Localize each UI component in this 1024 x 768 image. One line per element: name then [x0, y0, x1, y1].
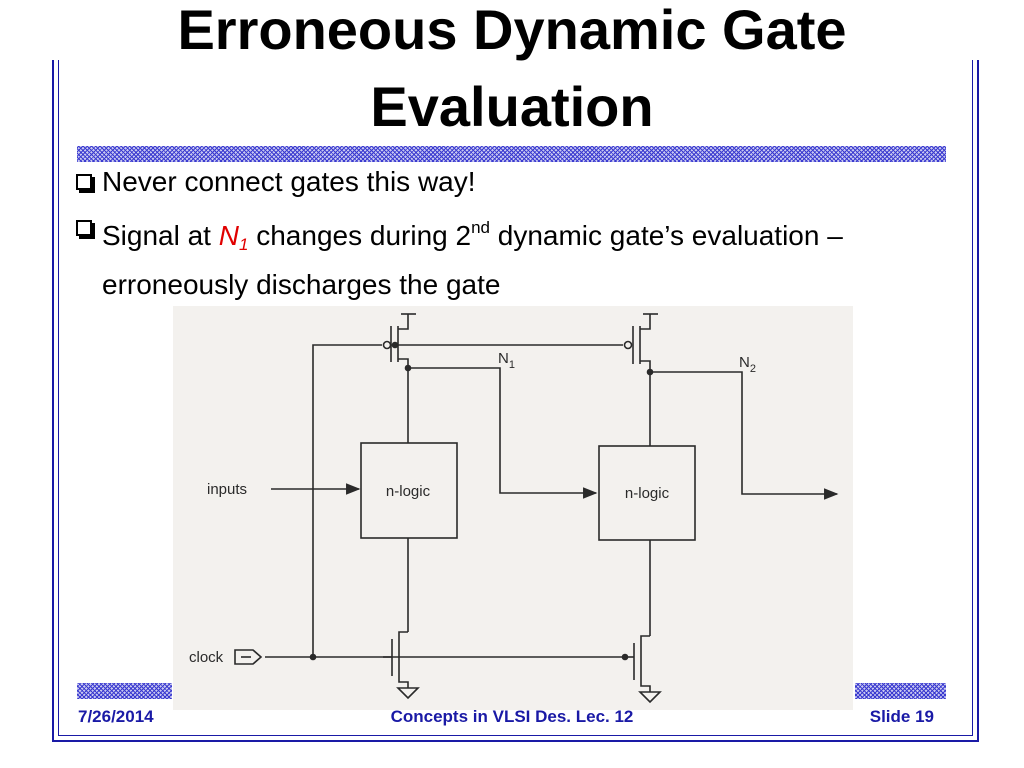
n2-subscript: 2 [750, 363, 756, 375]
node-n1-letter: N [218, 220, 239, 251]
nlogic-1-label: n-logic [386, 483, 431, 500]
n1-node-label: N1 [498, 350, 515, 371]
bullet-item: Signal at N1 changes during 2nd dynamic … [76, 208, 956, 305]
nmos-foot-2 [625, 635, 662, 704]
n1-wire [408, 367, 598, 499]
nlogic-block-2 [598, 445, 696, 541]
pattern-band-bottom-left [77, 683, 172, 699]
pmos-transistor-1 [382, 313, 416, 368]
n1-subscript: 1 [509, 359, 515, 371]
bullet-text: Never connect gates this way! [102, 166, 476, 197]
bullet-text-mid: changes during 2 [248, 220, 472, 251]
n2-node-label: N2 [739, 354, 756, 375]
title-line-2: Evaluation [327, 77, 697, 137]
nmos-foot-1 [383, 631, 420, 700]
circuit-figure: n-logic inputs n-logic [173, 306, 853, 710]
nlogic-2-label: n-logic [625, 485, 670, 502]
ordinal-superscript: nd [471, 218, 490, 237]
clock-input-port [234, 649, 263, 665]
pattern-band-bottom-right [855, 683, 946, 699]
footer-course: Concepts in VLSI Des. Lec. 12 [390, 707, 634, 726]
node-n1-label: N1 [218, 220, 249, 254]
footer-slide-number: Slide 19 [869, 707, 934, 726]
bullet-text-pre: Signal at [102, 220, 219, 251]
clock-label: clock [189, 649, 224, 666]
node-n1-subscript: 1 [238, 235, 249, 254]
checkbox-bullet-icon [76, 174, 95, 193]
slide-title: Erroneous Dynamic Gate Evaluation [0, 0, 1024, 137]
pattern-band-top [77, 146, 946, 162]
n2-output-wire [650, 371, 839, 500]
circuit-diagram: n-logic inputs n-logic [189, 313, 839, 704]
n2-letter: N [739, 354, 750, 371]
nlogic-block-1 [360, 442, 458, 539]
checkbox-bullet-icon [76, 220, 95, 239]
clock-bus [265, 341, 629, 661]
bullet-text-post: dynamic gate’s evaluation – erroneously … [102, 220, 843, 300]
bullet-item: Never connect gates this way! [76, 162, 956, 202]
title-line-1: Erroneous Dynamic Gate [0, 0, 1024, 60]
inputs-label: inputs [207, 481, 247, 498]
bullet-list: Never connect gates this way! Signal at … [76, 162, 956, 305]
n1-letter: N [498, 350, 509, 367]
footer-date: 7/26/2014 [78, 707, 154, 726]
pmos-transistor-2 [623, 313, 658, 372]
